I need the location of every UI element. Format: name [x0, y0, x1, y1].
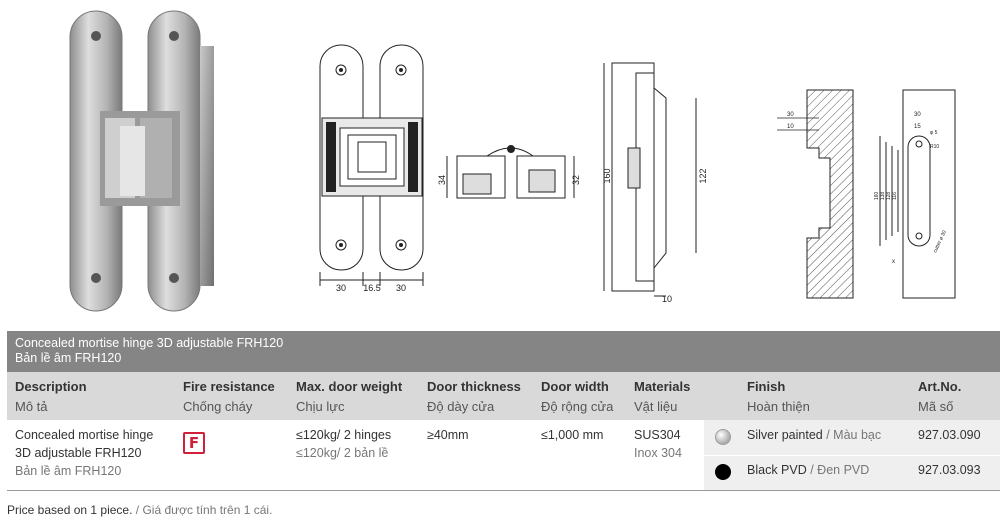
top-dim-left: 34	[437, 175, 447, 185]
table-title-bar: Concealed mortise hinge 3D adjustable FR…	[7, 331, 1000, 372]
cutout-dim-cutter: cutter ø 30	[932, 229, 948, 253]
black-swatch-icon	[715, 464, 731, 480]
cutout-dim-r: R10	[930, 144, 939, 150]
cutout-dim-h2: 138	[880, 192, 886, 201]
weight-cell: ≤120kg/ 2 hinges ≤120kg/ 2 bản lề	[296, 426, 391, 462]
finish-black: Black PVD / Đen PVD	[747, 463, 870, 477]
cutout-dim-h3: 128	[886, 192, 892, 201]
art-no-black: 927.03.093	[918, 463, 981, 477]
width-cell: ≤1,000 mm	[541, 428, 604, 442]
cutout-drawing: 30 15 φ 5 R10 160 138 128 116 x cutter ø…	[874, 89, 956, 299]
hinge-photo	[69, 10, 214, 312]
materials-cell: SUS304 Inox 304	[634, 426, 682, 462]
cutout-dim-h1: 160	[874, 192, 880, 201]
finish-divider	[704, 455, 1000, 456]
price-footnote: Price based on 1 piece. / Giá được tính …	[7, 503, 273, 517]
hinge-front-drawing: 30 16.5 30	[319, 44, 424, 293]
table-title-vi: Bản lề âm FRH120	[15, 351, 122, 365]
thickness-cell: ≥40mm	[427, 428, 469, 442]
side-dim-bottom: 10	[662, 294, 672, 303]
silver-swatch-icon	[715, 429, 731, 445]
section-dim-b: 10	[787, 124, 794, 130]
door-section-drawing: 30 10	[777, 89, 854, 299]
description-cell: Concealed mortise hinge 3D adjustable FR…	[15, 426, 153, 480]
weight-vi: ≤120kg/ 2 bản lề	[296, 446, 389, 460]
art-no-silver: 927.03.090	[918, 428, 981, 442]
cutout-dim-x: x	[892, 259, 895, 265]
front-dim-left: 30	[336, 283, 346, 293]
top-dim-right: 32	[571, 175, 581, 185]
front-dim-mid: 16.5	[363, 283, 381, 293]
fire-rated-icon: F	[183, 432, 205, 454]
description-vi: Bản lề âm FRH120	[15, 464, 122, 478]
table-row: Concealed mortise hinge 3D adjustable FR…	[7, 420, 1000, 491]
table-title-en: Concealed mortise hinge 3D adjustable FR…	[15, 336, 284, 350]
cutout-dim-h4: 116	[892, 192, 898, 200]
weight-en: ≤120kg/ 2 hinges	[296, 428, 392, 442]
cutout-dim-mid: 15	[914, 124, 921, 130]
hinge-side-drawing: 160 122 10	[602, 62, 708, 303]
side-dim-outer: 160	[602, 168, 612, 183]
side-dim-inner: 122	[698, 168, 708, 183]
section-dim-a: 30	[787, 112, 794, 118]
hinge-top-drawing: 34 32	[437, 145, 581, 199]
material-vi: Inox 304	[634, 446, 682, 460]
description-line2: 3D adjustable FRH120	[15, 446, 142, 460]
material-en: SUS304	[634, 428, 681, 442]
finish-silver: Silver painted / Màu bạc	[747, 428, 882, 442]
cutout-dim-top: 30	[914, 112, 921, 118]
cutout-dim-phi: φ 5	[930, 130, 938, 136]
product-figures: 30 16.5 30 34 32 160 122 10	[69, 10, 956, 312]
table-header-row: Description Mô tả Fire resistance Chống …	[7, 372, 1000, 420]
description-line1: Concealed mortise hinge	[15, 428, 154, 442]
front-dim-right: 30	[396, 283, 406, 293]
